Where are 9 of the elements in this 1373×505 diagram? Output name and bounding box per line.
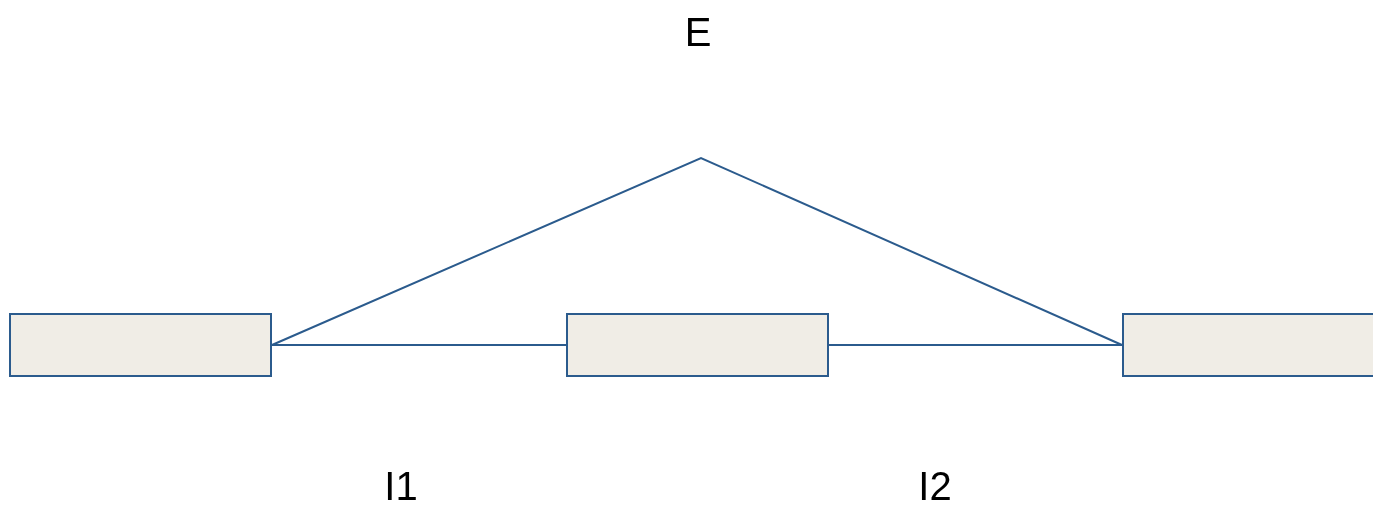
connector-line — [271, 344, 567, 346]
region-label: I2 — [918, 466, 952, 505]
connector-line — [271, 156, 1123, 346]
connector-line — [828, 344, 1123, 346]
region-label: I1 — [384, 466, 418, 505]
exon-box — [1122, 313, 1373, 377]
region-label: E — [684, 12, 712, 52]
exon-box — [9, 313, 272, 377]
exon-box — [566, 313, 829, 377]
